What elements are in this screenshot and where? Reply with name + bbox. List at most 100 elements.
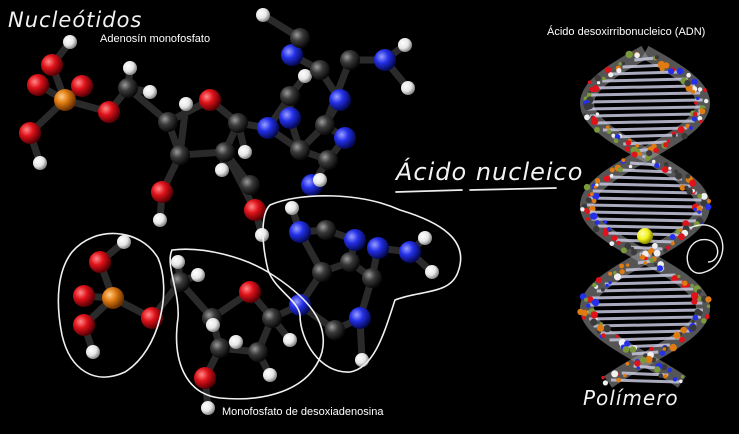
backbone-atom — [593, 225, 600, 233]
backbone-atom — [704, 98, 709, 104]
backbone-atom — [658, 373, 663, 378]
backbone-atom — [663, 62, 670, 69]
base-pair-rung — [602, 126, 688, 132]
nitrogen-atom — [374, 49, 396, 71]
backbone-atom — [640, 254, 646, 260]
backbone-atom — [626, 263, 630, 267]
backbone-atom — [602, 230, 609, 237]
backbone-atom — [624, 146, 630, 152]
backbone-atom — [693, 207, 697, 212]
backbone-atom — [630, 246, 634, 251]
backbone-atom — [686, 188, 693, 195]
backbone-atom — [635, 144, 639, 148]
backbone-atom — [685, 84, 693, 92]
oxygen-atom — [41, 54, 63, 76]
backbone-atom — [609, 167, 615, 173]
backbone-atom — [668, 68, 675, 75]
backbone-atom — [629, 346, 637, 353]
backbone-atom — [677, 126, 685, 134]
base-pair-rung — [593, 322, 697, 328]
base-pair-rung — [587, 301, 703, 307]
backbone-atom — [614, 134, 621, 140]
dna-double-helix-model — [577, 45, 724, 388]
hydrogen-atom — [425, 265, 439, 279]
carbon-atom — [318, 150, 338, 170]
base-pair-rung — [587, 308, 703, 314]
backbone-atom — [613, 271, 617, 275]
backbone-atom — [688, 125, 693, 130]
carbon-atom — [310, 60, 330, 80]
label-adenosine-monophosphate: Adenosín monofosfato — [100, 33, 211, 45]
backbone-atom — [628, 164, 633, 169]
backbone-atom — [616, 377, 621, 383]
backbone-atom — [697, 193, 702, 199]
backbone-atom — [587, 296, 594, 303]
backbone-atom — [696, 289, 702, 294]
backbone-atom — [634, 52, 640, 59]
backbone-atom — [603, 324, 611, 333]
backbone-atom — [595, 277, 603, 284]
hydrogen-atom — [313, 173, 327, 187]
backbone-atom — [586, 303, 591, 308]
backbone-atom — [673, 331, 681, 339]
backbone-atom — [694, 101, 698, 105]
hydrogen-atom — [355, 353, 369, 367]
backbone-atom — [653, 249, 661, 257]
backbone-atom — [663, 162, 669, 167]
backbone-atom — [671, 275, 679, 283]
backbone-atom — [679, 336, 685, 343]
base-pair-rung — [589, 315, 701, 321]
hydrogen-atom — [283, 333, 297, 347]
backbone-atom — [672, 377, 678, 382]
label-deoxyadenosine-monophosphate: Monofosfato de desoxiadenosina — [222, 406, 384, 418]
backbone-atom — [645, 355, 653, 363]
base-pair-rung — [608, 175, 682, 181]
backbone-atom — [602, 380, 609, 386]
backbone-atom — [704, 314, 710, 320]
hydrogen-atom — [398, 38, 412, 52]
hydrogen-atom — [215, 163, 229, 177]
base-pair-rung — [587, 98, 703, 104]
backbone-atom — [594, 178, 601, 184]
backbone-atom — [702, 88, 707, 93]
phosphorus-atom — [102, 287, 124, 309]
oxygen-atom — [151, 181, 173, 203]
backbone-atom — [620, 247, 627, 254]
oxygen-atom — [194, 367, 216, 389]
base-pair-rung — [631, 350, 659, 356]
carbon-atom — [215, 142, 235, 162]
backbone-atom — [653, 147, 659, 153]
backbone-atom — [592, 282, 597, 288]
backbone-atom — [621, 158, 626, 163]
backbone-atom — [590, 311, 598, 319]
carbon-atom — [325, 320, 345, 340]
backbone-atom — [651, 159, 656, 164]
backbone-atom — [591, 198, 597, 204]
backbone-atom — [652, 242, 658, 249]
hydrogen-atom — [229, 335, 243, 349]
nitrogen-atom — [289, 221, 311, 243]
hydrogen-atom — [191, 268, 205, 282]
backbone-atom — [640, 356, 647, 364]
backbone-atom — [603, 220, 608, 224]
hydrogen-atom — [33, 156, 47, 170]
base-pair-rung — [588, 210, 702, 216]
backbone-atom — [622, 346, 630, 353]
base-pair-rung — [611, 70, 679, 76]
nitrogen-atom — [289, 294, 311, 316]
backbone-atom — [601, 375, 605, 380]
backbone-atom — [705, 203, 712, 211]
backbone-atom — [631, 151, 638, 158]
backbone-atom — [608, 281, 612, 285]
oxygen-atom — [73, 285, 95, 307]
backbone-atom — [592, 192, 600, 200]
hydrogen-atom — [86, 345, 100, 359]
backbone-atom — [594, 126, 600, 133]
backbone-atom — [686, 72, 691, 78]
backbone-atom — [674, 169, 678, 174]
hydrogen-atom — [63, 35, 77, 49]
backbone-atom — [681, 132, 688, 140]
backbone-atom — [624, 242, 632, 250]
carbon-atom — [118, 78, 138, 98]
carbon-atom — [248, 342, 268, 362]
